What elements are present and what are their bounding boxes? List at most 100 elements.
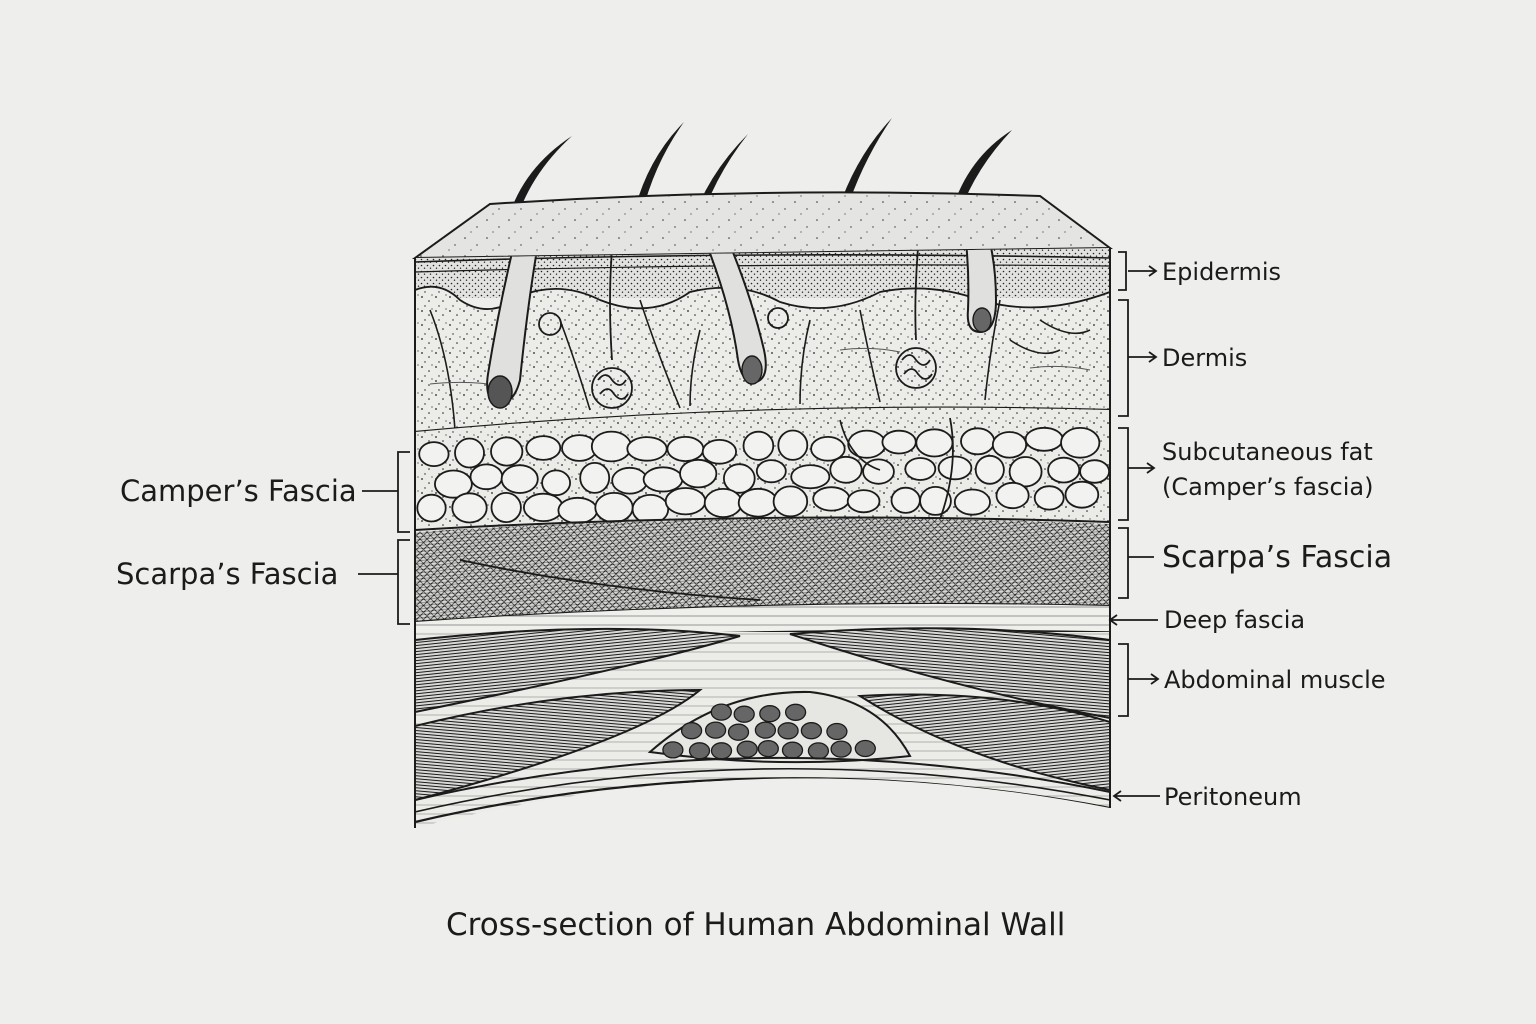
fat-lobule xyxy=(890,486,921,514)
bundle-cell xyxy=(800,722,823,740)
fat-lobule xyxy=(1024,426,1064,452)
arrow-peritoneum xyxy=(1112,790,1160,802)
bundle-cell xyxy=(704,721,727,739)
scarpas-fascia-layer xyxy=(415,518,1110,624)
bundle-cell xyxy=(662,741,684,759)
fat-lobule xyxy=(454,437,485,469)
bundle-cell xyxy=(757,739,779,758)
fat-lobule xyxy=(703,487,743,518)
fat-lobule xyxy=(991,431,1028,459)
arrow-epidermis xyxy=(1128,265,1158,277)
bundle-cell xyxy=(781,741,804,759)
sweat-glands xyxy=(538,248,937,409)
fat-lobule xyxy=(594,491,634,524)
label-campers-fascia-paren: (Camper’s fascia) xyxy=(1162,473,1373,501)
fat-lobule xyxy=(666,435,705,462)
fat-lobule xyxy=(541,469,571,497)
fat-lobule xyxy=(590,430,632,463)
fat-lobule xyxy=(737,487,779,518)
right-brackets xyxy=(1118,251,1129,717)
bracket-subcutaneous xyxy=(1118,427,1129,521)
fat-lobule xyxy=(829,455,863,484)
label-abdominal-muscle: Abdominal muscle xyxy=(1164,666,1386,694)
bracket-scarpas xyxy=(1118,527,1129,599)
fat-lobule xyxy=(1060,426,1101,459)
fat-lobule xyxy=(418,441,450,468)
subcutaneous-fat-layer xyxy=(415,407,1110,531)
label-dermis: Dermis xyxy=(1162,344,1247,372)
fat-lobule xyxy=(579,461,611,494)
fat-lobule xyxy=(451,492,488,524)
fat-lobule xyxy=(679,458,718,489)
bundle-cell xyxy=(826,722,848,741)
fat-lobule xyxy=(937,455,973,481)
bundle-cell xyxy=(680,722,703,740)
fat-lobule xyxy=(722,463,756,494)
fat-lobule xyxy=(904,457,937,481)
bundle-cell xyxy=(784,703,807,721)
fat-lobule xyxy=(433,469,473,499)
fat-lobule xyxy=(416,493,447,523)
fat-lobule xyxy=(557,496,598,525)
fat-lobule xyxy=(626,436,668,462)
arrow-muscle xyxy=(1128,673,1160,685)
bundle-cell xyxy=(727,723,750,741)
fat-lobule xyxy=(1064,480,1100,509)
bundle-cell xyxy=(807,742,830,760)
fat-lobule xyxy=(500,464,539,494)
fat-lobule xyxy=(812,486,851,512)
bracket-left-campers xyxy=(397,451,410,533)
fat-lobule xyxy=(881,429,917,455)
fat-lobule xyxy=(915,428,954,458)
diagram-caption: Cross-section of Human Abdominal Wall xyxy=(446,907,1065,943)
bundle-cell xyxy=(777,722,799,740)
bundle-cell xyxy=(688,742,711,760)
fat-lobule xyxy=(1008,456,1043,488)
label-campers-fascia-left: Camper’s Fascia xyxy=(120,474,357,508)
label-peritoneum: Peritoneum xyxy=(1164,783,1302,811)
skin-surface xyxy=(411,191,1113,260)
bundle-cell xyxy=(759,705,781,723)
block-outline xyxy=(414,248,1111,828)
fat-lobule xyxy=(777,429,809,461)
hair-5 xyxy=(952,130,1012,212)
fat-lobule xyxy=(995,481,1030,510)
bundle-cell xyxy=(736,740,758,758)
label-scarpas-fascia-right: Scarpa’s Fascia xyxy=(1162,540,1392,575)
fat-lobule xyxy=(862,458,895,485)
label-subcutaneous-fat: Subcutaneous fat xyxy=(1162,438,1373,466)
fat-lobule xyxy=(810,435,846,462)
fat-lobule xyxy=(974,454,1005,485)
fat-lobule xyxy=(469,463,504,491)
bracket-left-scarpas xyxy=(397,539,410,625)
bundle-cell xyxy=(854,739,876,758)
left-brackets xyxy=(358,451,410,625)
label-epidermis: Epidermis xyxy=(1162,258,1281,286)
fat-lobule xyxy=(846,489,881,514)
fat-lobule xyxy=(847,429,887,459)
arrow-dermis xyxy=(1128,351,1158,363)
fat-lobule xyxy=(790,464,831,490)
hair-2 xyxy=(634,122,684,214)
fat-lobule xyxy=(772,485,809,518)
fat-lobule xyxy=(742,430,775,461)
arrow-deep-fascia xyxy=(1108,614,1158,626)
bracket-dermis xyxy=(1118,299,1129,417)
hair-follicles xyxy=(486,248,998,409)
arrow-subcutaneous xyxy=(1128,462,1156,474)
fat-lobule xyxy=(642,466,684,493)
bracket-muscle xyxy=(1118,643,1129,717)
fat-lobule xyxy=(522,492,564,522)
fat-lobule xyxy=(490,491,522,523)
fat-lobule xyxy=(960,427,996,456)
fat-lobule xyxy=(525,435,562,461)
fat-lobule xyxy=(611,466,649,495)
fat-lobule xyxy=(490,436,524,467)
bracket-epidermis xyxy=(1118,251,1127,291)
bundle-cell xyxy=(710,703,732,721)
label-scarpas-fascia-left: Scarpa’s Fascia xyxy=(116,557,338,591)
fat-lobule xyxy=(1047,456,1081,484)
label-deep-fascia: Deep fascia xyxy=(1164,606,1305,634)
